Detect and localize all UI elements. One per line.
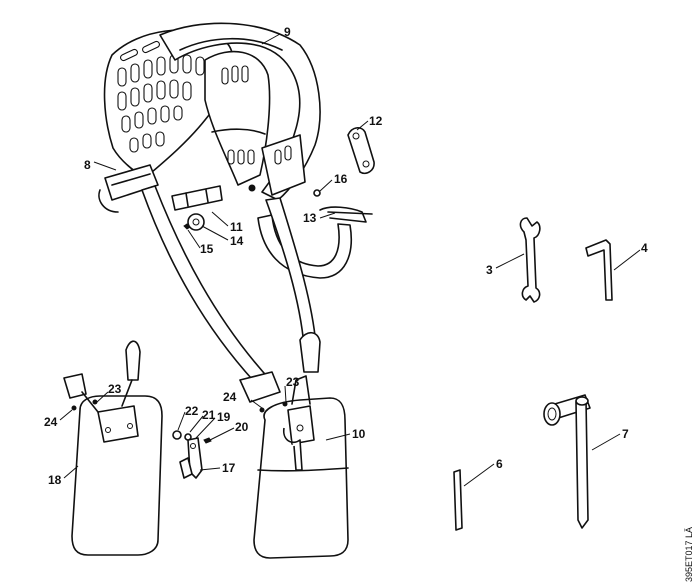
nut-16 [313,189,321,197]
hip-pad-10 [253,375,349,559]
callout-12: 12 [369,114,383,128]
callout-21: 21 [202,408,216,422]
callout-14: 14 [230,234,244,248]
callout-4: 4 [641,241,648,255]
callout-11: 11 [230,220,243,234]
leader-lines [59,33,641,487]
callout-23-left: 23 [108,382,122,396]
combination-tool-7 [543,394,591,529]
reference-code: 395ET017 LÄ [684,527,694,582]
callout-10: 10 [352,427,366,441]
callout-6: 6 [496,457,503,471]
callout-labels: 9 8 12 16 13 11 14 15 3 4 23 24 22 21 19… [44,25,648,487]
harness-back-plate [98,29,234,213]
callout-7: 7 [622,427,629,441]
screw-24-right [259,407,265,413]
strap-left [141,185,281,403]
callout-20: 20 [235,420,249,434]
pin-6 [453,469,463,531]
callout-9: 9 [284,25,291,39]
callout-24-right: 24 [223,390,237,404]
callout-23-right: 23 [286,375,300,389]
callout-19: 19 [217,410,231,424]
wrench-3 [519,217,541,303]
screw-23-left [92,399,98,405]
callout-17: 17 [222,461,236,475]
shoulder-strap [159,22,321,201]
washer-14 [187,213,205,231]
callout-24-left: 24 [44,415,58,429]
belt-clip-17 [172,430,212,479]
screw-23-right [282,401,288,407]
callout-8: 8 [84,158,91,172]
clamp-plate-12 [347,127,375,175]
callout-22: 22 [185,404,199,418]
callout-3: 3 [486,263,493,277]
callout-15: 15 [200,242,214,256]
hex-key-4 [585,239,613,301]
screw-24-left [71,405,77,411]
strap-right [265,197,321,373]
screw-15 [183,223,191,230]
callout-16: 16 [334,172,348,186]
back-plate-slots [117,37,207,153]
callout-18: 18 [48,473,62,487]
hip-pad-18 [63,340,163,556]
callout-13: 13 [303,211,317,225]
strap-buckle [171,185,223,211]
